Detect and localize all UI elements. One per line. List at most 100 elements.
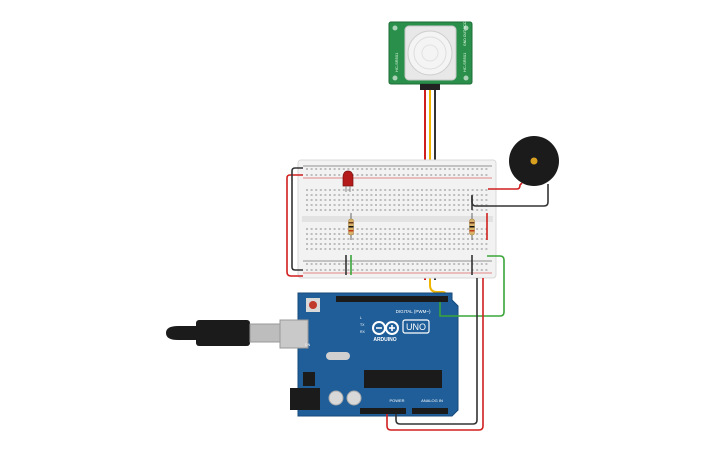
pir-sensor[interactable]: HC-SR501 HC-SR501 GND OUT VCC <box>388 21 473 90</box>
breadboard-hole <box>444 228 446 230</box>
breadboard-hole <box>425 194 428 196</box>
breadboard-hole <box>388 238 391 240</box>
breadboard-hole <box>365 189 368 191</box>
breadboard-hole <box>425 189 428 191</box>
breadboard-hole <box>457 209 460 211</box>
breadboard-hole <box>329 199 331 201</box>
breadboard-hole <box>467 263 469 265</box>
buzzer-black-wire <box>471 184 549 207</box>
breadboard-hole <box>462 263 465 265</box>
breadboard-hole <box>407 243 410 245</box>
breadboard-hole <box>448 174 451 176</box>
breadboard-hole <box>319 228 322 230</box>
breadboard-hole <box>444 233 446 235</box>
buzzer-wires[interactable] <box>471 182 549 207</box>
breadboard-hole <box>319 248 322 250</box>
breadboard-hole <box>457 199 460 201</box>
breadboard-hole <box>333 238 336 240</box>
reset-button[interactable] <box>309 301 317 309</box>
breadboard-hole <box>315 228 318 230</box>
breadboard-hole <box>352 189 354 191</box>
breadboard-hole <box>416 189 419 191</box>
usb-cable[interactable] <box>166 320 281 346</box>
arduino-wires[interactable] <box>386 255 505 431</box>
breadboard-hole <box>315 189 318 191</box>
resistor-led[interactable] <box>348 213 354 240</box>
breadboard-hole <box>310 243 313 245</box>
breadboard-hole <box>485 168 488 170</box>
breadboard-hole <box>324 263 327 265</box>
breadboard-hole <box>430 204 433 206</box>
breadboard-hole <box>398 238 400 240</box>
breadboard-hole <box>407 174 410 176</box>
breadboard-hole <box>439 189 442 191</box>
breadboard-hole <box>333 269 336 271</box>
breadboard-hole <box>444 174 446 176</box>
breadboard-hole <box>453 228 456 230</box>
breadboard-hole <box>467 204 469 206</box>
breadboard-hole <box>315 209 318 211</box>
breadboard-hole <box>398 248 400 250</box>
breadboard-hole <box>425 233 428 235</box>
breadboard-hole <box>462 168 465 170</box>
power-label: POWER <box>389 398 404 403</box>
breadboard[interactable] <box>297 159 497 279</box>
l-label: L <box>360 316 362 320</box>
breadboard-hole <box>476 174 479 176</box>
breadboard-hole <box>338 204 341 206</box>
breadboard-hole <box>342 199 345 201</box>
arduino-uno[interactable]: UNO ARDUINO DIGITAL (PWM~) POWER ANALOG … <box>279 292 459 417</box>
breadboard-hole <box>393 263 396 265</box>
breadboard-hole <box>338 199 341 201</box>
breadboard-hole <box>324 238 327 240</box>
breadboard-hole <box>338 189 341 191</box>
breadboard-hole <box>384 204 387 206</box>
breadboard-hole <box>485 248 488 250</box>
breadboard-hole <box>319 238 322 240</box>
breadboard-hole <box>407 168 410 170</box>
breadboard-hole <box>398 209 400 211</box>
breadboard-hole <box>434 233 437 235</box>
breadboard-hole <box>370 194 373 196</box>
breadboard-hole <box>398 199 400 201</box>
rail-wires-left[interactable] <box>286 167 303 277</box>
breadboard-hole <box>467 243 469 245</box>
breadboard-hole <box>411 189 414 191</box>
breadboard-hole <box>485 199 488 201</box>
breadboard-hole <box>444 243 446 245</box>
resistor-buzzer[interactable] <box>469 213 475 240</box>
breadboard-hole <box>480 238 483 240</box>
breadboard-hole <box>462 194 465 196</box>
breadboard-hole <box>407 204 410 206</box>
breadboard-hole <box>421 243 423 245</box>
breadboard-hole <box>375 168 377 170</box>
breadboard-hole <box>453 243 456 245</box>
breadboard-hole <box>310 189 313 191</box>
breadboard-hole <box>347 269 350 271</box>
breadboard-hole <box>471 248 474 250</box>
breadboard-hole <box>421 228 423 230</box>
breadboard-hole <box>453 248 456 250</box>
led[interactable] <box>342 170 354 192</box>
breadboard-hole <box>453 199 456 201</box>
buzzer[interactable] <box>509 136 559 186</box>
breadboard-hole <box>444 209 446 211</box>
breadboard-hole <box>416 269 419 271</box>
breadboard-hole <box>453 194 456 196</box>
breadboard-hole <box>384 189 387 191</box>
breadboard-hole <box>365 228 368 230</box>
buzzer-red-wire <box>488 182 523 190</box>
usb-cable-icon <box>166 326 196 340</box>
breadboard-hole <box>425 263 428 265</box>
breadboard-hole <box>402 209 405 211</box>
breadboard-hole <box>393 194 396 196</box>
breadboard-hole <box>342 194 345 196</box>
breadboard-hole <box>352 168 354 170</box>
breadboard-hole <box>425 209 428 211</box>
breadboard-hole <box>430 194 433 196</box>
breadboard-hole <box>462 199 465 201</box>
breadboard-hole <box>407 238 410 240</box>
breadboard-hole <box>306 243 308 245</box>
breadboard-hole <box>402 194 405 196</box>
breadboard-hole <box>329 263 331 265</box>
